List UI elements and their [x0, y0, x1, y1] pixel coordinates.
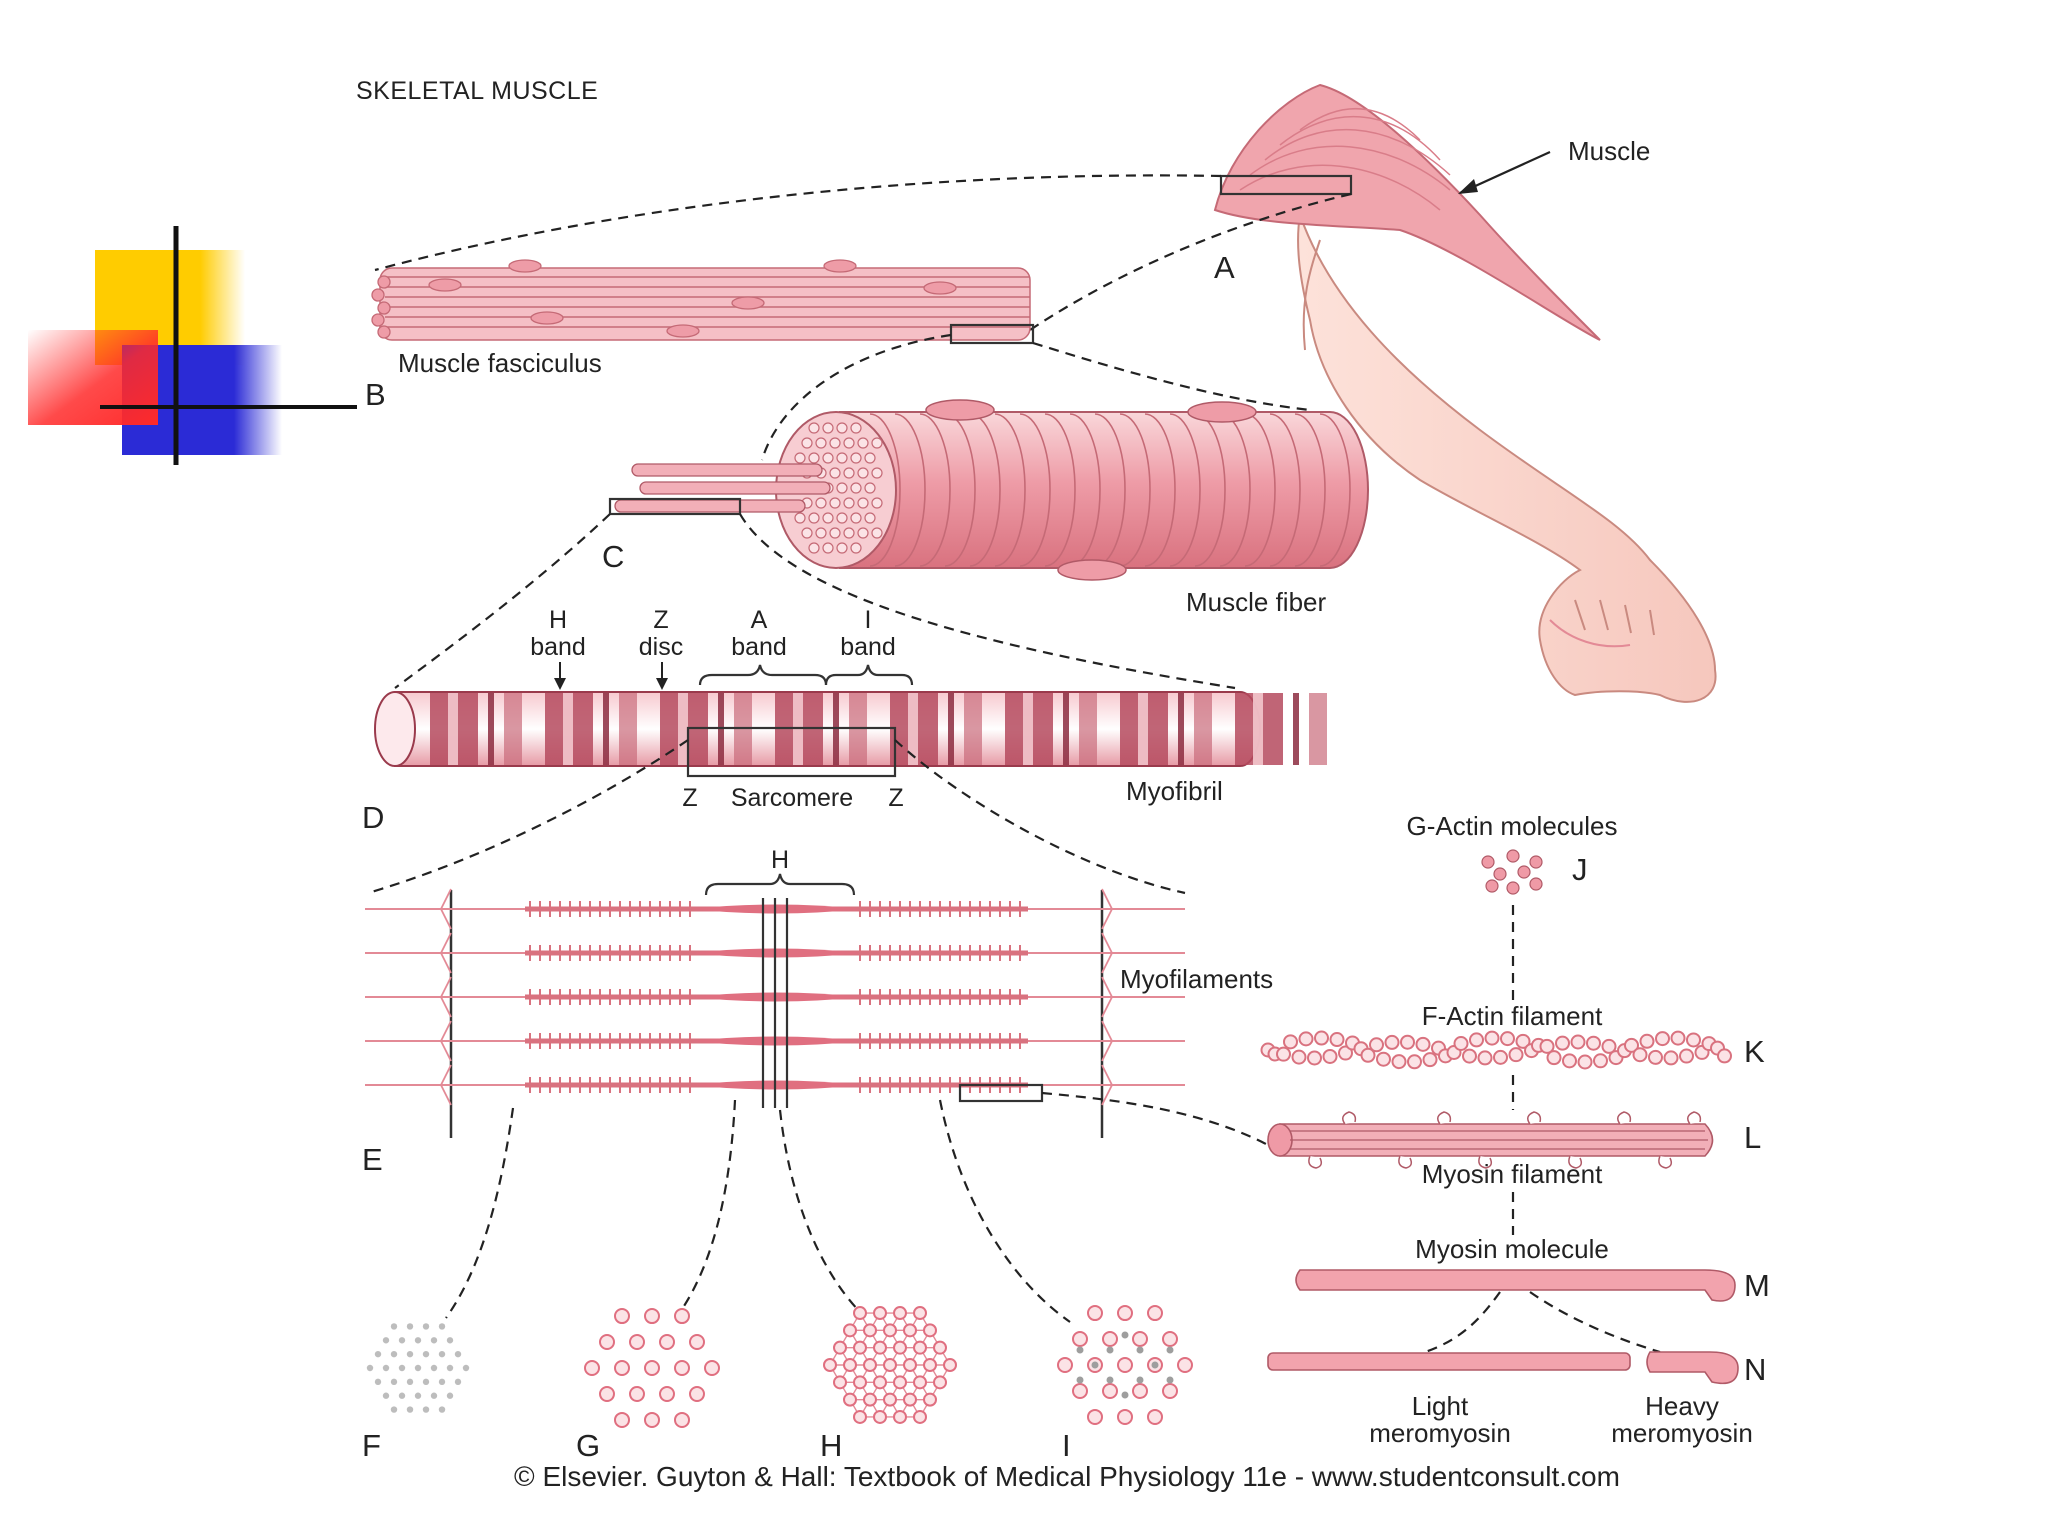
sarcomere-selection-box — [686, 726, 897, 778]
myosin-filament — [1267, 1111, 1714, 1169]
connector-d-e-left — [367, 739, 689, 895]
label-z-disc-1: Z — [653, 606, 668, 634]
connector-d-e-right — [894, 739, 1186, 895]
label-h-band-1: H — [549, 606, 567, 634]
letter-f: F — [362, 1428, 381, 1463]
label-z-left: Z — [682, 784, 697, 812]
letter-h: H — [820, 1428, 842, 1463]
label-h-zone: H — [771, 846, 789, 874]
letter-g: G — [576, 1428, 600, 1463]
label-myosin-molecule: Myosin molecule — [1415, 1234, 1609, 1264]
arm-illustration — [1213, 83, 1717, 703]
connector-c-d-left — [394, 513, 611, 689]
label-h-band-2: band — [530, 633, 586, 661]
connector-b-c-left — [760, 333, 952, 461]
label-i-band-1: I — [865, 606, 872, 634]
heavy-meromyosin — [1646, 1351, 1739, 1385]
ornament-red-square — [28, 330, 158, 425]
label-a-band-1: A — [751, 606, 768, 634]
label-light-1: Light — [1412, 1391, 1469, 1421]
label-f-actin: F-Actin filament — [1422, 1001, 1603, 1031]
connector-m-heavy — [1529, 1291, 1661, 1354]
letter-k: K — [1744, 1034, 1765, 1069]
muscle-selection-box — [1219, 174, 1353, 196]
band-markers — [554, 662, 914, 690]
myosin-molecule — [1295, 1269, 1736, 1302]
myofilaments — [365, 873, 1185, 1138]
muscle-fiber — [608, 399, 1369, 581]
a-band-brace — [698, 664, 828, 686]
h-zone-brace — [704, 873, 856, 896]
connector-b-c-right — [1032, 341, 1311, 412]
fasciculus-selection-box — [949, 323, 1035, 345]
light-meromyosin — [1267, 1352, 1631, 1371]
cross-section-i — [1057, 1305, 1193, 1425]
connector-c-d-right — [739, 513, 1236, 690]
label-heavy-2: meromyosin — [1611, 1418, 1753, 1448]
myofibril — [374, 691, 1327, 778]
letter-j: J — [1572, 852, 1588, 887]
label-muscle-fiber: Muscle fiber — [1186, 587, 1326, 617]
connector-e-i — [938, 1099, 1071, 1323]
label-i-band-2: band — [840, 633, 896, 661]
connector-e-f — [445, 1107, 515, 1319]
meromyosin-parts — [1267, 1351, 1739, 1385]
muscle-belly — [1213, 83, 1601, 341]
slide-ornament — [28, 226, 357, 465]
label-z-right: Z — [888, 784, 903, 812]
cross-section-f — [366, 1323, 470, 1413]
f-actin-filament — [1260, 1030, 1732, 1070]
label-g-actin: G-Actin molecules — [1407, 811, 1618, 841]
credit-line: © Elsevier. Guyton & Hall: Textbook of M… — [514, 1461, 1620, 1492]
letter-n: N — [1744, 1352, 1766, 1387]
fiber-selection-box — [608, 497, 742, 516]
label-a-band-2: band — [731, 633, 787, 661]
cross-section-g — [584, 1308, 720, 1428]
figure-title: SKELETAL MUSCLE — [356, 77, 598, 105]
connector-m-light — [1424, 1291, 1501, 1354]
cross-section-h — [823, 1306, 957, 1424]
muscle-fasciculus — [371, 259, 1035, 345]
letter-a: A — [1214, 250, 1235, 285]
arm-shape — [1297, 214, 1717, 703]
label-muscle: Muscle — [1568, 136, 1650, 166]
label-myofibril: Myofibril — [1126, 776, 1223, 806]
g-actin-molecules — [1481, 849, 1543, 895]
connector-e-h — [778, 1109, 861, 1313]
label-z-disc-2: disc — [639, 633, 683, 661]
label-myofilaments: Myofilaments — [1120, 964, 1273, 994]
letter-c: C — [602, 539, 624, 574]
label-heavy-1: Heavy — [1645, 1391, 1719, 1421]
i-band-brace — [824, 664, 914, 686]
label-myosin-filament: Myosin filament — [1422, 1159, 1603, 1189]
label-muscle-fasciculus: Muscle fasciculus — [398, 348, 602, 378]
letter-d: D — [362, 800, 384, 835]
letter-i: I — [1062, 1428, 1071, 1463]
letter-b: B — [365, 377, 386, 412]
label-sarcomere: Sarcomere — [731, 784, 853, 812]
connector-a-b-bottom — [1029, 192, 1352, 331]
letter-l: L — [1744, 1120, 1761, 1155]
letter-m: M — [1744, 1268, 1770, 1303]
label-light-2: meromyosin — [1369, 1418, 1511, 1448]
connector-a-b-top — [374, 174, 1222, 272]
letter-e: E — [362, 1142, 383, 1177]
connector-e-g — [677, 1099, 737, 1316]
connector-e-l — [1041, 1091, 1269, 1146]
